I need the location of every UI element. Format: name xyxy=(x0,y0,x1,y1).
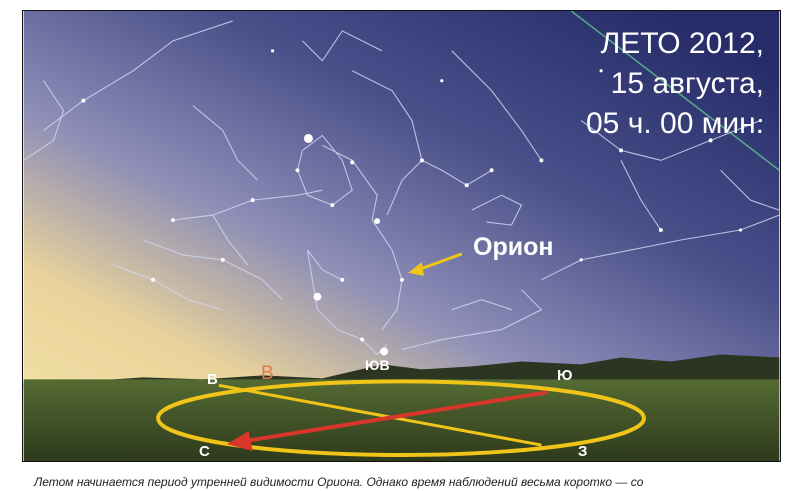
north-west-line-east xyxy=(218,383,542,447)
orion-label: Орион xyxy=(473,233,554,261)
sky-chart-image: ЛЕТО 2012, 15 августа, 05 ч. 00 мин. Ори… xyxy=(22,10,781,462)
direction-southeast: ЮВ xyxy=(365,357,390,373)
direction-west: З xyxy=(578,443,588,460)
north-arrowhead xyxy=(226,431,253,452)
direction-south: Ю xyxy=(557,367,573,384)
date-day: 15 августа, xyxy=(610,67,764,100)
caption-text: Летом начинается период утренней видимос… xyxy=(34,475,644,489)
sky-scene xyxy=(23,11,780,461)
direction-east: В xyxy=(207,371,218,388)
orion-pointer-arrow xyxy=(407,252,463,276)
date-time: 05 ч. 00 мин. xyxy=(586,107,764,140)
date-season: ЛЕТО 2012, xyxy=(600,27,764,60)
direction-north: С xyxy=(199,443,210,460)
horizon-ellipse xyxy=(156,379,646,458)
direction-east-faded: В xyxy=(261,363,274,384)
north-south-path xyxy=(244,390,548,444)
stars xyxy=(81,49,762,356)
ecliptic-line xyxy=(570,11,780,171)
